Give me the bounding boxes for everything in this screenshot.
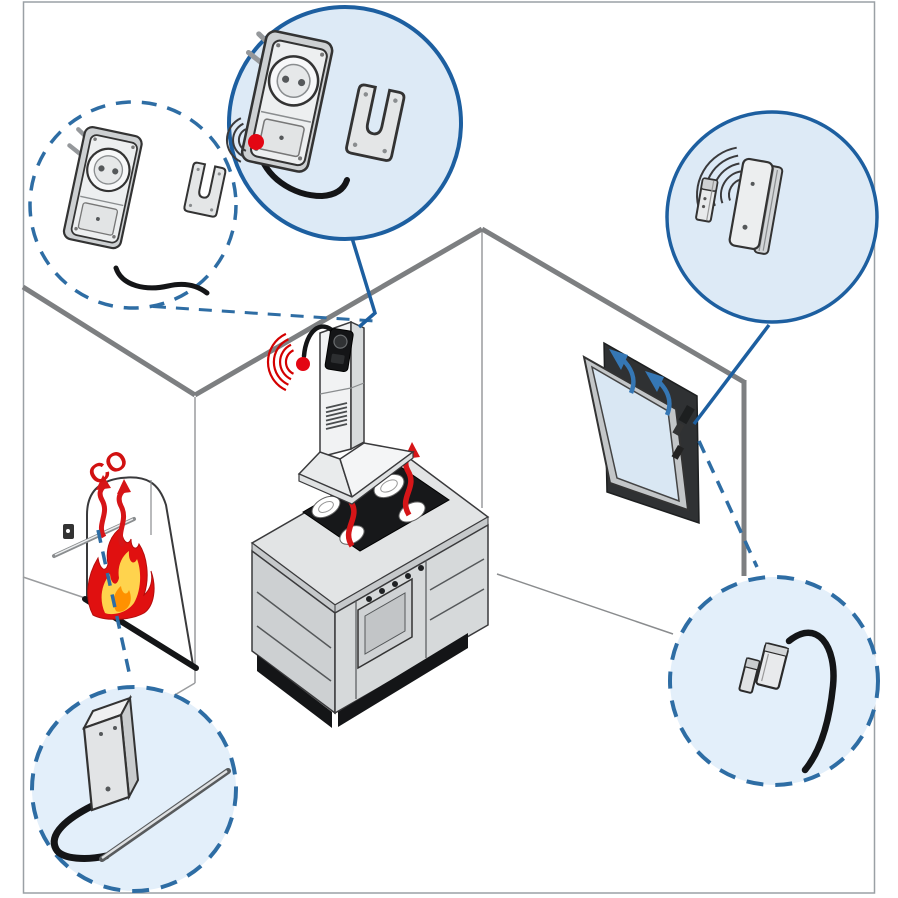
fireplace: CO (52, 444, 199, 671)
floor-far-left-edge (22, 576, 89, 600)
fireplace-outline (86, 476, 194, 666)
plug-signal-waves (225, 117, 247, 163)
contact-small-part (738, 657, 761, 694)
canopy-rim (298, 450, 414, 505)
wall-top-back-left-edge (193, 226, 484, 398)
chimney-seam (319, 382, 365, 395)
plinth-right (338, 633, 468, 727)
oven-knobs (366, 565, 424, 602)
callout-bottom-left-content (50, 694, 231, 862)
flame-core (113, 586, 131, 612)
airflow-arrow-head-2 (645, 371, 664, 392)
kitchen-cabinet (250, 442, 490, 728)
plinth-left (257, 655, 332, 728)
actuator-rod-highlight (101, 770, 228, 859)
floor-right-edge (496, 573, 674, 635)
fireplace-handle-dot (66, 529, 70, 533)
drawer-lines (256, 558, 485, 699)
leader-dashed-window (697, 440, 759, 568)
window-handle (671, 445, 685, 460)
oven-window (364, 592, 406, 655)
window (582, 341, 700, 525)
leader-dashed-hood (129, 303, 375, 323)
contact-large-part (755, 642, 790, 690)
hood-transmitter (324, 328, 354, 373)
window-sensor-large-part (728, 157, 784, 255)
airflow-arrow-head-1 (609, 349, 628, 370)
plug-cable-small (113, 265, 210, 296)
co-arrow-head-2 (117, 479, 131, 494)
hood-signal-dot (296, 357, 310, 371)
callout-top-left-content (50, 123, 228, 296)
leader-lines (96, 237, 771, 673)
wall-top-back-right-edge (480, 226, 746, 385)
window-glass (590, 365, 680, 503)
window-sensor-small-part (695, 177, 719, 223)
range-hood (266, 320, 415, 505)
leader-solid-window (692, 323, 771, 426)
window-sensor (672, 405, 695, 436)
leader-solid-hood (350, 237, 378, 329)
room-walls (21, 226, 747, 700)
vent-grille (325, 402, 348, 430)
wall-top-left-edge (21, 284, 197, 398)
callout-top-right-content (695, 146, 784, 255)
actuator-cable (50, 802, 110, 862)
contact-cable (785, 629, 837, 774)
plug-signal-dot (248, 134, 264, 150)
frame-border (22, 1, 876, 894)
co-arrow-head-1 (96, 475, 111, 490)
plug-cable-large (256, 147, 350, 200)
callout-bottom-right-content (738, 629, 837, 774)
hood-signal-waves (266, 332, 295, 392)
actuator-box (81, 694, 140, 812)
leader-dashed-fireplace (96, 529, 131, 673)
callout-top-center-content (225, 27, 407, 200)
